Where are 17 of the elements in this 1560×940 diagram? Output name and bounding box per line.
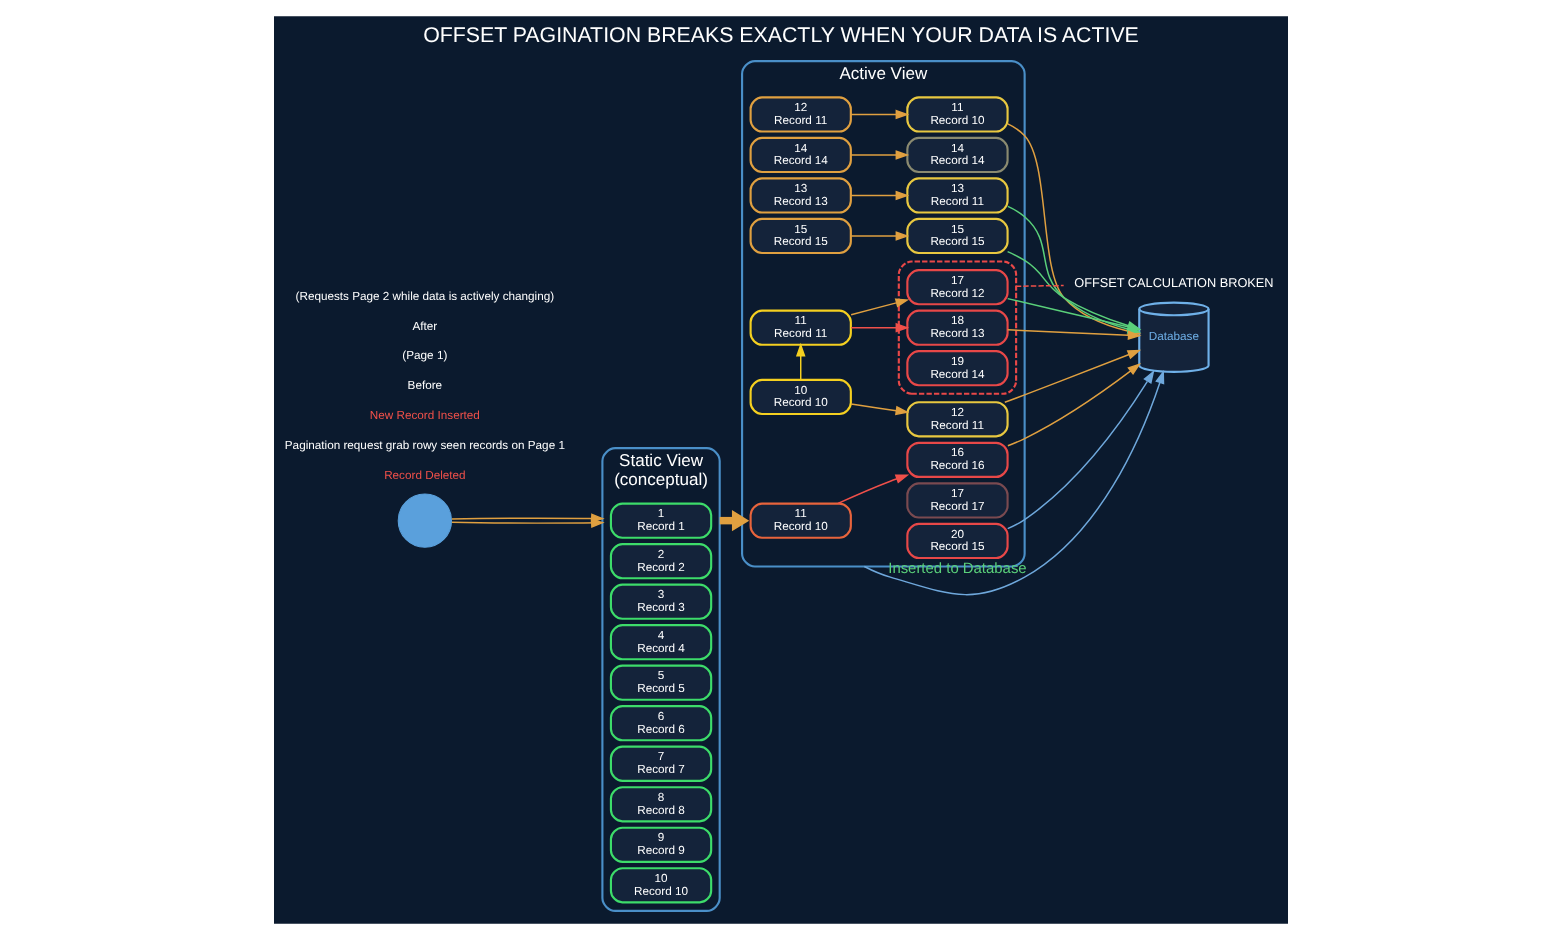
arrow [849, 150, 909, 160]
arrow [849, 322, 909, 333]
arrow [836, 474, 909, 505]
arrow [849, 231, 909, 241]
connector [1014, 284, 1064, 288]
arrow [862, 370, 1164, 596]
arrow [450, 513, 604, 523]
arrow [794, 342, 805, 381]
node-person [396, 493, 452, 548]
diagram-title: OFFSET PAGINATION BREAKS EXACTLY WHEN YOUR DATA IS ACTIVE [422, 23, 1138, 48]
arrow [849, 190, 909, 201]
arrow [1006, 363, 1141, 447]
arrow [849, 109, 909, 120]
arrow [1005, 329, 1141, 340]
arrow [849, 298, 909, 316]
arrow [849, 403, 909, 416]
arrow [1003, 349, 1141, 404]
